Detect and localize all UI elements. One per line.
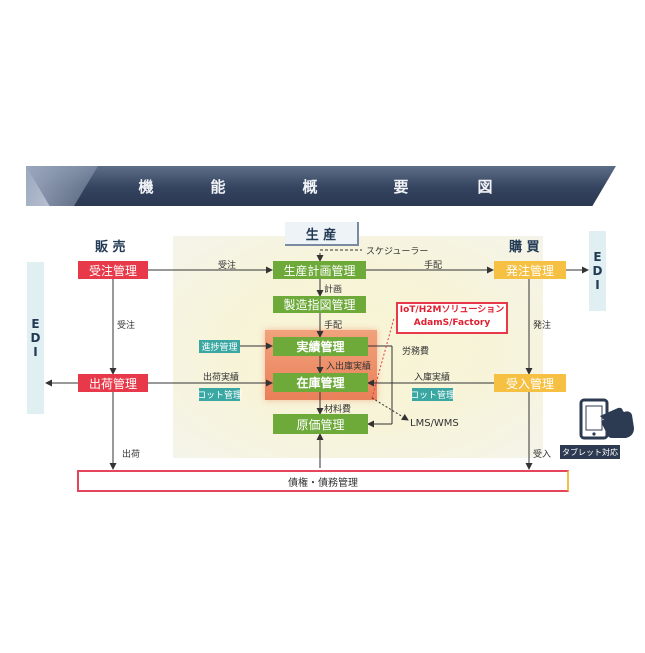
label-purchase: 発注: [533, 321, 552, 331]
label-ship-actual: 出荷実績: [203, 373, 240, 383]
title-banner: [26, 166, 616, 206]
inventory-box: 在庫管理: [273, 373, 368, 392]
shipping-management-box: 出荷管理: [78, 374, 148, 392]
tablet-caption: タブレット対応: [560, 445, 620, 459]
edi-left-i: I: [33, 345, 38, 359]
tablet-hand-icon: [579, 398, 634, 440]
label-material-cost: 材料費: [324, 405, 352, 415]
lot-box-right: ロット管理: [410, 388, 455, 401]
label-arrange-right: 手配: [424, 261, 443, 271]
label-order-flow: 受注: [218, 261, 237, 271]
label-order-left: 受注: [117, 321, 136, 331]
lot-box-left: ロット管理: [197, 388, 242, 401]
receiving-box: 受入管理: [494, 374, 566, 392]
edi-right-e: E: [593, 250, 602, 264]
iot-line-1: IoT/H2Mソリューション: [399, 305, 505, 315]
iot-line-2: AdamS/Factory: [413, 318, 491, 328]
ledger-label: 債権・債務管理: [288, 477, 358, 489]
banner-char-2: 能: [210, 178, 226, 196]
label-in-out-actual: 入出庫実績: [326, 362, 372, 372]
section-sales: 販 売: [95, 240, 126, 255]
section-purchasing: 購 買: [509, 240, 540, 255]
progress-box: 進捗管理: [199, 340, 240, 353]
label-lms-wms: LMS/WMS: [410, 418, 459, 429]
section-production: 生 産: [305, 227, 337, 243]
edi-left: E D I: [27, 262, 44, 414]
production-planning-box: 生産計画管理: [273, 261, 366, 279]
section-production-tab: 生 産: [285, 222, 359, 246]
order-management-box: 受注管理: [78, 261, 148, 279]
label-labor-cost: 労務費: [402, 347, 430, 357]
ledger-box: 債権・債務管理: [77, 470, 569, 492]
edi-right-i: I: [595, 278, 600, 292]
actual-results-box: 実績管理: [273, 337, 368, 356]
banner-char-1: 機: [138, 178, 154, 196]
banner-char-3: 概: [302, 178, 318, 196]
label-ship: 出荷: [122, 450, 141, 460]
banner-char-5: 図: [477, 178, 493, 196]
edi-left-e: E: [31, 317, 40, 331]
manufacturing-instruction-box: 製造指図管理: [273, 296, 366, 313]
edi-left-d: D: [30, 331, 41, 345]
edi-right-d: D: [592, 264, 603, 278]
label-arrange-down: 手配: [324, 321, 343, 331]
label-scheduler: スケジューラー: [366, 247, 429, 257]
cost-box: 原価管理: [273, 414, 368, 434]
label-receipt-actual: 入庫実績: [414, 373, 451, 383]
label-plan: 計画: [324, 285, 343, 295]
iot-callout: IoT/H2Mソリューション AdamS/Factory: [396, 302, 508, 334]
edi-right: E D I: [589, 231, 606, 311]
banner-char-4: 要: [393, 178, 409, 196]
label-receive: 受入: [533, 450, 552, 460]
purchase-order-box: 発注管理: [494, 261, 566, 279]
